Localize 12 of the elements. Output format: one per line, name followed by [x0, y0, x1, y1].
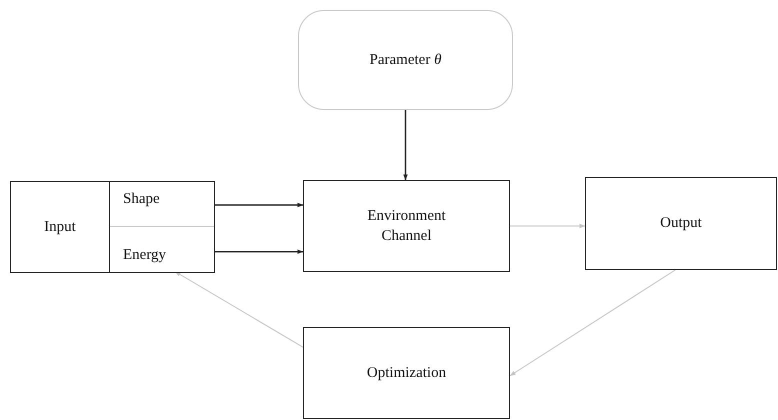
- arrow: [510, 270, 676, 376]
- process-box: Output: [585, 177, 777, 270]
- split-box: [10, 181, 215, 273]
- arrow: [214, 249, 304, 254]
- arrow: [174, 271, 304, 348]
- arrow: [214, 202, 304, 208]
- arrow: [510, 224, 586, 228]
- process-box: Environment Channel: [303, 180, 510, 272]
- arrow: [403, 110, 408, 180]
- box-label: Input: [44, 218, 76, 237]
- rounded-box: Parameter θ: [298, 10, 513, 110]
- process-box: Optimization: [303, 327, 510, 419]
